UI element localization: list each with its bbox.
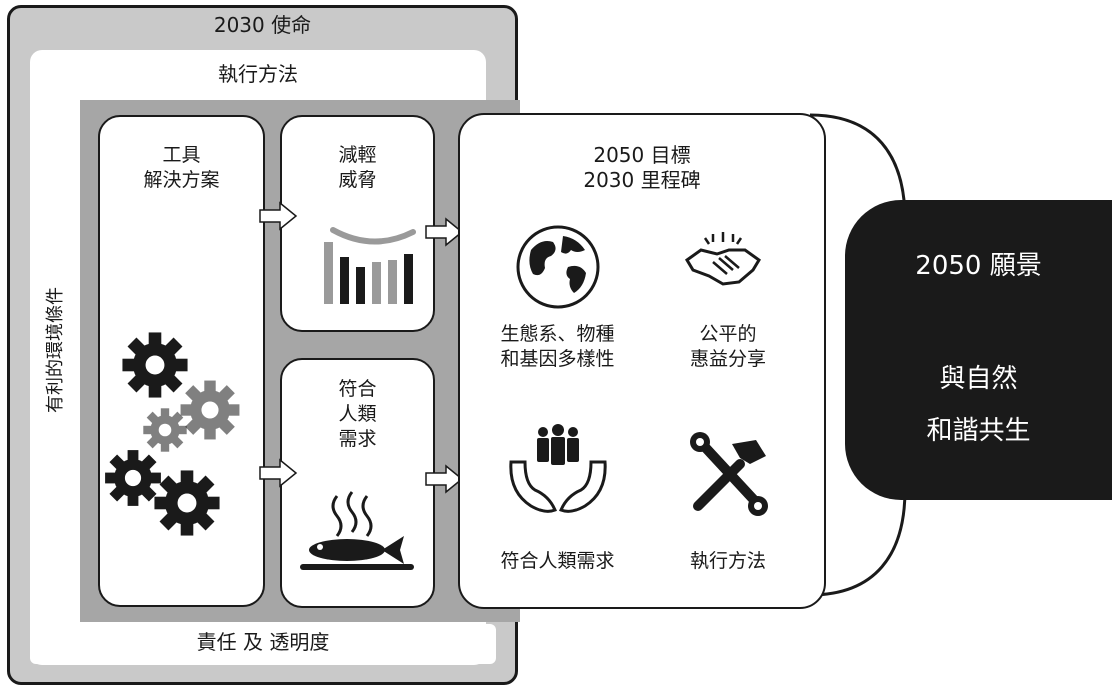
goal-implementation-label: 執行方法: [689, 550, 766, 572]
goals-to-vision-connector: [809, 113, 907, 597]
method-bar-label: 執行方法: [218, 62, 298, 86]
mission-title: 2030 使命: [213, 13, 312, 37]
vision-box: [845, 200, 1112, 500]
goal-biodiversity-line2: 和基因多樣性: [500, 348, 615, 370]
tools-icon: [690, 432, 768, 516]
goals-box: [458, 113, 826, 609]
declining-bars-icon: [324, 227, 416, 304]
meet-needs-line1: 符合: [338, 378, 377, 400]
handshake-icon: [685, 232, 761, 286]
goal-benefit-sharing-line2: 惠益分享: [689, 348, 766, 370]
vision-line2: 和諧共生: [926, 416, 1031, 446]
arrow-tools-to-threats: [259, 201, 298, 231]
reduce-threats-title: 減輕: [338, 144, 377, 166]
accountability-label: 責任 及 透明度: [196, 630, 330, 654]
goal-benefit-sharing-line1: 公平的: [699, 323, 757, 345]
globe-icon: [516, 225, 600, 309]
goals-title: 2050 目標: [593, 143, 691, 167]
enabling-conditions-label: 有利的環境條件: [45, 287, 66, 413]
people-in-hands-icon: [509, 424, 607, 513]
goal-human-needs-label: 符合人類需求: [500, 550, 615, 572]
meet-needs-line2: 人類: [338, 403, 377, 425]
arrow-threats-to-goals: [425, 217, 464, 247]
reduce-threats-subtitle: 威脅: [338, 169, 377, 191]
arrow-tools-to-needs: [259, 458, 298, 488]
gears-icon: [105, 332, 240, 536]
accountability-bar: [30, 624, 496, 664]
vision-title: 2050 願景: [915, 251, 1042, 281]
meet-needs-line3: 需求: [338, 428, 377, 450]
fish-dish-icon: [300, 491, 414, 570]
arrow-needs-to-goals: [425, 464, 464, 494]
tools-title: 工具: [162, 144, 201, 166]
goal-biodiversity-line1: 生態系、物種: [500, 323, 615, 345]
tools-subtitle: 解決方案: [143, 169, 220, 191]
goals-subtitle: 2030 里程碑: [583, 168, 701, 192]
vision-line1: 與自然: [939, 364, 1018, 394]
